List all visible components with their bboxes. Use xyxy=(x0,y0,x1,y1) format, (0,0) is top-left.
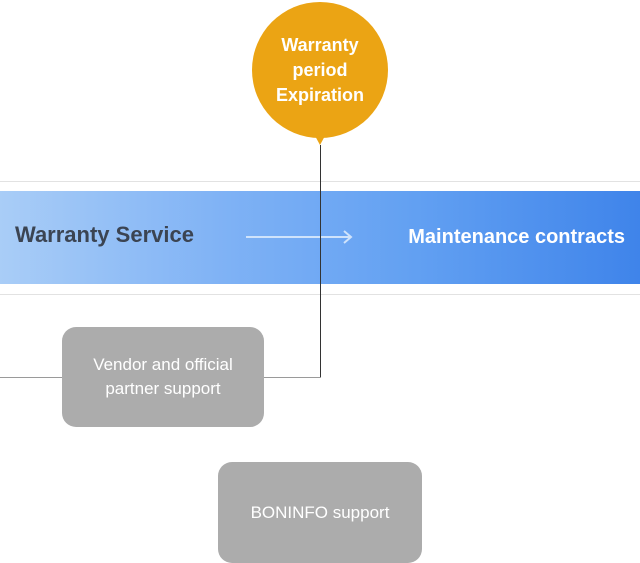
milestone-line-2: period xyxy=(292,59,348,80)
milestone-pointer xyxy=(314,134,326,145)
warranty-service-label: Warranty Service xyxy=(15,222,194,247)
vendor-support-line-2: partner support xyxy=(105,379,221,398)
arrow-right-icon xyxy=(246,230,353,244)
milestone-line-1: Warranty xyxy=(281,34,359,55)
milestone-line-3: Expiration xyxy=(275,84,364,105)
vendor-support-line-1: Vendor and official xyxy=(93,355,233,374)
warranty-expiration-milestone: Warranty period Expiration xyxy=(252,2,388,138)
vendor-support-box: Vendor and official partner support xyxy=(62,327,264,427)
boninfo-support-box: BONINFO support xyxy=(218,462,422,563)
milestone-connector xyxy=(320,145,321,377)
boninfo-support-label: BONINFO support xyxy=(250,502,390,522)
maintenance-contracts-label: Maintenance contracts xyxy=(408,226,625,248)
